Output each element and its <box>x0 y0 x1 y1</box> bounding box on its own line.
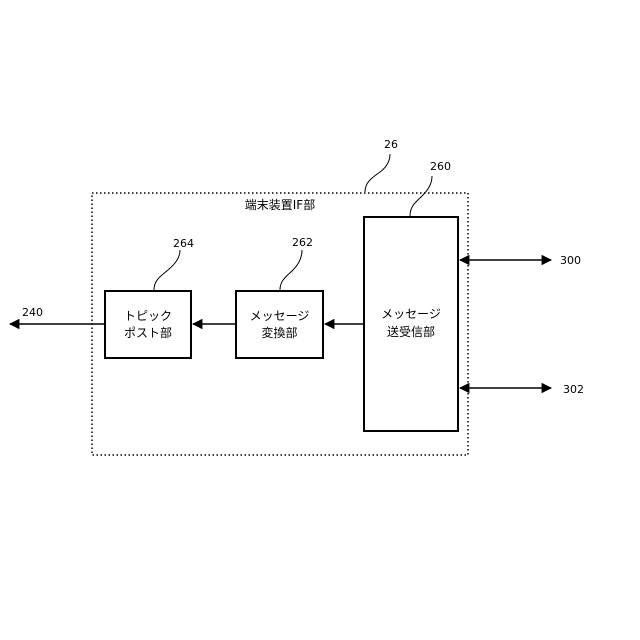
message-txrx-ref-leader <box>410 176 432 216</box>
message-txrx-label-line1: メッセージ <box>381 307 441 321</box>
container-title: 端末装置IF部 <box>245 197 315 212</box>
message-convert-label-line1: メッセージ <box>250 309 310 323</box>
output-left-ref: 240 <box>22 306 43 319</box>
message-convert-ref: 262 <box>292 236 313 249</box>
topic-post-label-line1: トピック <box>124 309 172 323</box>
topic-post-ref: 264 <box>173 237 194 250</box>
message-convert-block <box>236 291 323 358</box>
io-top-right-ref: 300 <box>560 254 581 267</box>
topic-post-block <box>105 291 191 358</box>
message-convert-label-line2: 変換部 <box>261 325 297 340</box>
message-convert-ref-leader <box>280 250 302 290</box>
container-ref: 26 <box>384 138 398 151</box>
message-txrx-ref: 260 <box>430 160 451 173</box>
message-txrx-label-line2: 送受信部 <box>387 324 435 339</box>
message-txrx-block <box>364 217 458 431</box>
topic-post-label-line2: ポスト部 <box>124 325 172 340</box>
topic-post-ref-leader <box>154 250 180 290</box>
io-bottom-right-ref: 302 <box>563 383 584 396</box>
container-ref-leader <box>365 154 390 192</box>
